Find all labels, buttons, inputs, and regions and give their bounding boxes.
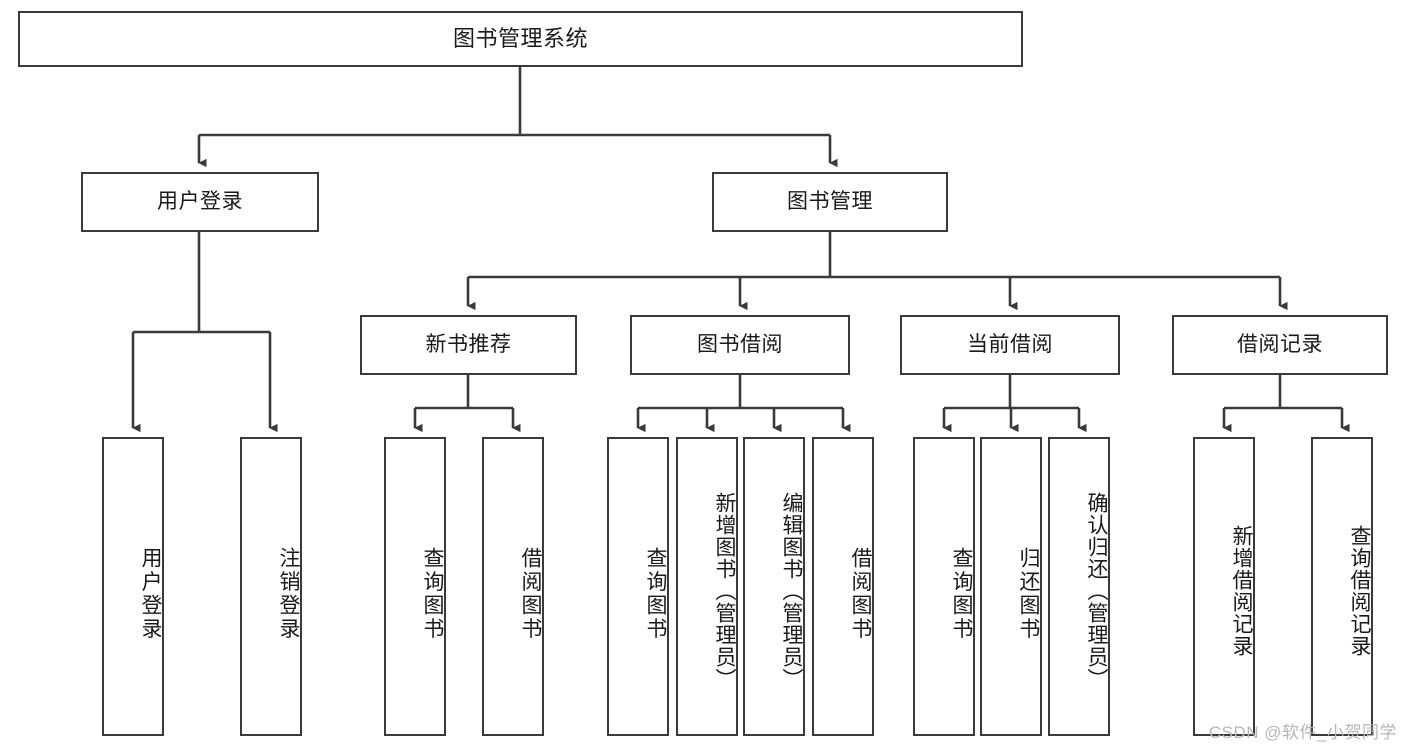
leaf-borrow-record-add-record[interactable]: 新增借阅记录 <box>1193 437 1255 736</box>
node-new-book-recommend[interactable]: 新书推荐 <box>360 315 577 375</box>
node-book-borrow[interactable]: 图书借阅 <box>630 315 850 375</box>
node-user-login[interactable]: 用户登录 <box>81 172 319 232</box>
leaf-book-borrow-edit-book-admin[interactable]: 编辑图书（管理员） <box>743 437 805 736</box>
node-borrow-record[interactable]: 借阅记录 <box>1172 315 1388 375</box>
csdn-watermark: CSDN @软件_小贺同学 <box>1208 723 1397 742</box>
node-root-system[interactable]: 图书管理系统 <box>18 11 1023 67</box>
leaf-current-borrow-confirm-return-admin[interactable]: 确认归还（管理员） <box>1048 437 1110 736</box>
leaf-borrow-record-query-record[interactable]: 查询借阅记录 <box>1311 437 1373 736</box>
leaf-new-book-query-book[interactable]: 查询图书 <box>384 437 446 736</box>
leaf-book-borrow-add-book-admin[interactable]: 新增图书（管理员） <box>676 437 738 736</box>
node-book-management[interactable]: 图书管理 <box>712 172 948 232</box>
leaf-current-borrow-return-book[interactable]: 归还图书 <box>980 437 1042 736</box>
leaf-user-login-logout[interactable]: 注销登录 <box>240 437 302 736</box>
leaf-book-borrow-query-book[interactable]: 查询图书 <box>607 437 669 736</box>
leaf-new-book-borrow-book[interactable]: 借阅图书 <box>482 437 544 736</box>
leaf-user-login-login[interactable]: 用户登录 <box>102 437 164 736</box>
leaf-current-borrow-query-book[interactable]: 查询图书 <box>913 437 975 736</box>
node-current-borrow[interactable]: 当前借阅 <box>900 315 1120 375</box>
leaf-book-borrow-borrow-book[interactable]: 借阅图书 <box>812 437 874 736</box>
